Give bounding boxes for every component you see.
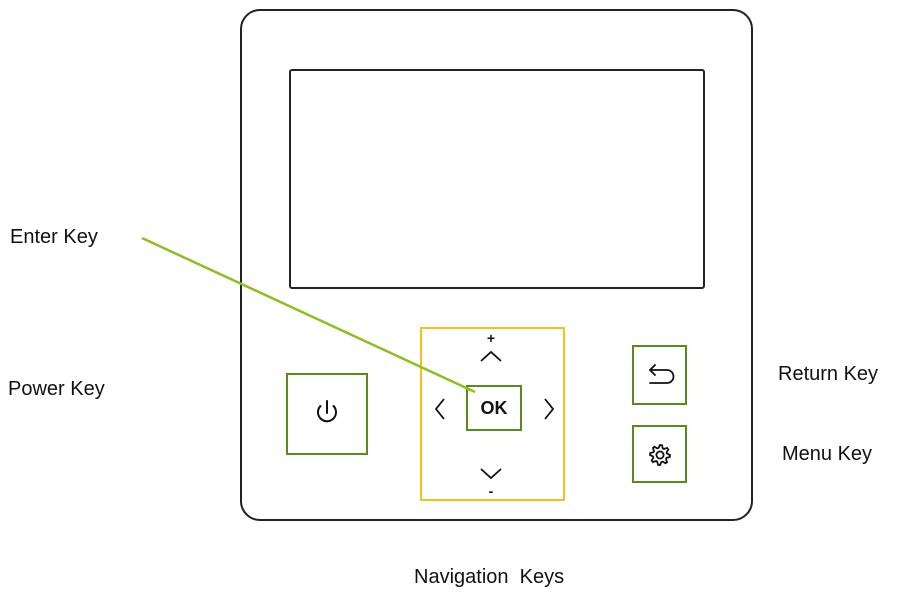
return-key[interactable] <box>632 345 687 405</box>
control-panel-body <box>240 9 753 521</box>
gear-icon <box>649 444 671 466</box>
power-key-label: Power Key <box>8 378 105 400</box>
plus-sign: + <box>487 330 495 346</box>
enter-key-callout-line <box>141 236 476 394</box>
return-key-label: Return Key <box>778 363 879 385</box>
chevron-down-icon <box>480 468 502 480</box>
menu-key-label: Menu Key <box>782 443 873 465</box>
navigation-keys-label: Navigation Keys <box>414 566 565 588</box>
return-arrow-icon <box>649 364 675 384</box>
power-icon <box>317 400 337 423</box>
chevron-right-icon <box>544 398 555 420</box>
power-key[interactable] <box>286 373 368 455</box>
enter-key-label: Enter Key <box>10 226 98 248</box>
navigation-keys-highlight <box>420 327 565 501</box>
ok-key-label: OK <box>480 397 508 418</box>
chevron-up-icon <box>480 350 502 362</box>
enter-key[interactable] <box>466 385 522 431</box>
minus-sign: - <box>489 483 494 499</box>
chevron-left-icon <box>434 398 445 420</box>
menu-key[interactable] <box>632 425 687 483</box>
display-screen <box>289 69 705 289</box>
